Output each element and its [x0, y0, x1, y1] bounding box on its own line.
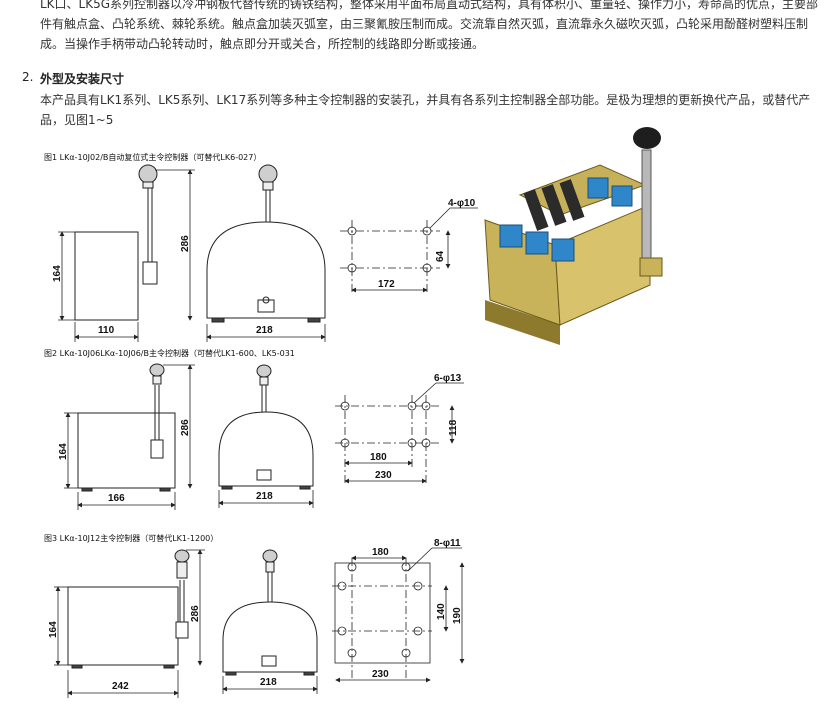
figure-2-caption: 图2 LKα-10J06LKα-10J06/B主令控制器（可替代LK1-600、… [44, 349, 295, 358]
figure-1-front-view [206, 164, 326, 323]
controller-product-photo [484, 127, 663, 345]
figure-3-side-view [67, 549, 190, 669]
fig3-hole-v-dim: 140 [436, 603, 447, 620]
intro-line-2: 件有触点盒、凸轮系统、棘轮系统。触点盒加装灭弧室，由三聚氰胺压制而成。交流靠自然… [40, 17, 809, 31]
figure-2-side-view [77, 363, 176, 492]
fig2-base-dim: 230 [375, 470, 392, 481]
intro-line-1: LK口、LK5G系列控制器以冷冲钢板代替传统的铸铁结构，整体采用平面布局直动式结… [40, 0, 819, 11]
fig2-front-dim: 218 [256, 491, 273, 502]
fig3-holes-label: 8-φ11 [434, 538, 461, 549]
fig1-height-dim: 164 [52, 265, 63, 282]
fig2-holes-label: 6-φ13 [434, 373, 462, 384]
fig1-width-dim: 110 [98, 325, 115, 336]
fig1-handle-dim: 286 [180, 235, 191, 252]
section-title: 外型及安装尺寸 [40, 72, 125, 86]
figure-1-caption: 图1 LKα-10J02/B自动复位式主令控制器（可替代LK6-027） [44, 153, 262, 162]
figure-3-mount-holes [332, 547, 465, 683]
section-line-1: 本产品具有LK1系列、LK5系列、LK17系列等多种主令控制器的安装孔，并具有各… [40, 93, 811, 107]
fig1-hole-h-dim: 172 [378, 279, 395, 290]
fig3-outer-v-dim: 190 [452, 607, 463, 624]
figure-3-caption: 图3 LKα-10J12主令控制器（可替代LK1-1200） [44, 534, 219, 543]
section-paragraph: 本产品具有LK1系列、LK5系列、LK17系列等多种主令控制器的安装孔，并具有各… [40, 90, 820, 130]
figure-1-mount-holes [340, 207, 478, 295]
figure-2-front-view [218, 364, 314, 490]
fig3-handle-dim: 286 [190, 605, 201, 622]
section-line-2: 品，见图1~5 [40, 113, 114, 127]
figure-3-front-view [222, 549, 318, 676]
figure-1-side-view [74, 164, 158, 321]
figure-2-mount-holes [335, 382, 464, 485]
fig2-hole-v-dim: 118 [448, 419, 459, 436]
fig2-hole-h-dim: 180 [370, 452, 387, 463]
intro-line-3: 成。当操作手柄带动凸轮转动时，触点即分开或关合，所控制的线路即分断或接通。 [40, 37, 485, 51]
fig2-width-dim: 166 [108, 493, 125, 504]
section-number: 2. [22, 70, 34, 84]
fig1-front-dim: 218 [256, 325, 273, 336]
fig3-width-dim: 242 [112, 681, 129, 692]
fig3-height-dim: 164 [48, 621, 59, 638]
fig3-base-dim: 230 [372, 669, 389, 680]
fig2-height-dim: 164 [58, 443, 69, 460]
fig3-front-dim: 218 [260, 677, 277, 688]
fig1-holes-label: 4-φ10 [448, 198, 476, 209]
fig3-hole-top-dim: 180 [372, 547, 389, 558]
intro-paragraph: LK口、LK5G系列控制器以冷冲钢板代替传统的铸铁结构，整体采用平面布局直动式结… [40, 0, 820, 54]
fig1-hole-v-dim: 64 [435, 250, 446, 262]
fig2-handle-dim: 286 [180, 419, 191, 436]
